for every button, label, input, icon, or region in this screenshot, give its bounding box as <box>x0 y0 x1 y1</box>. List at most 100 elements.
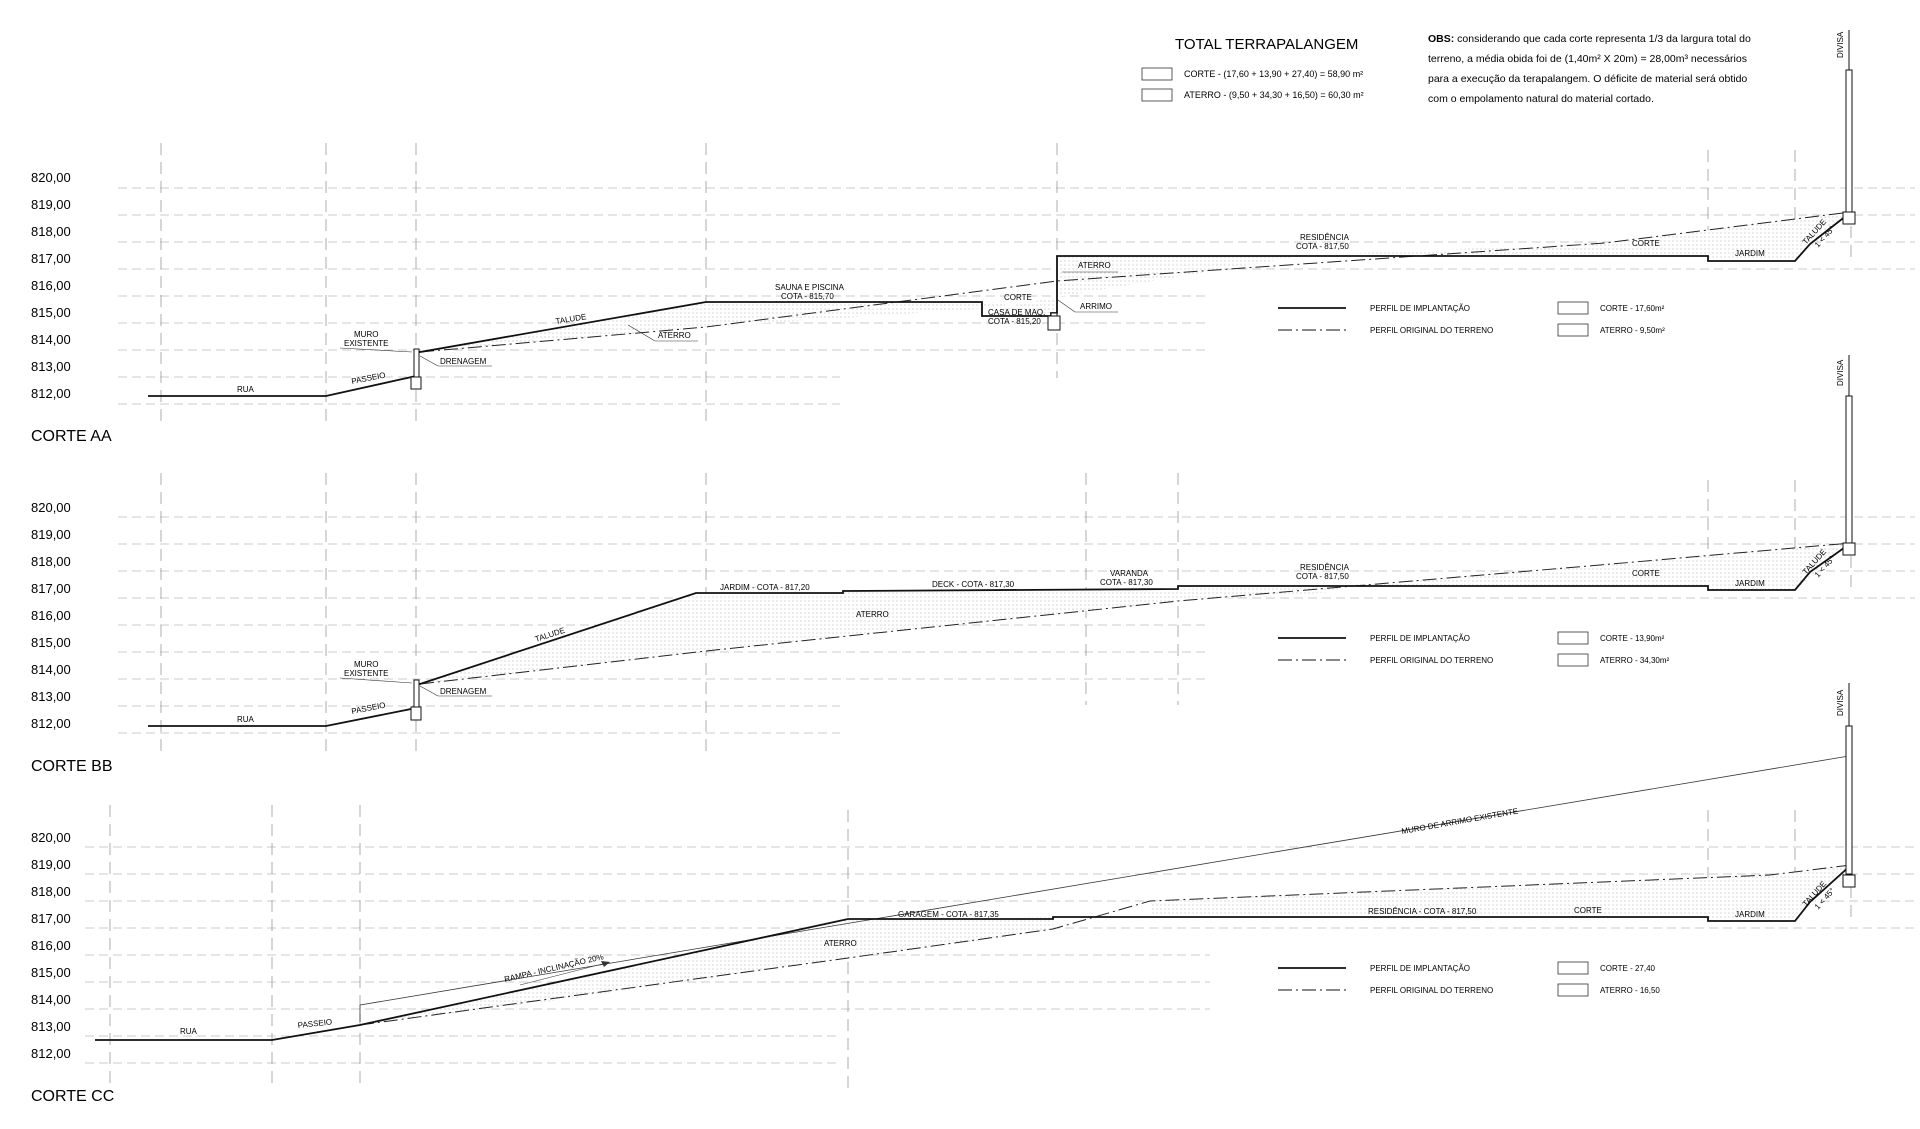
elevation-label: 820,00 <box>31 500 71 515</box>
elevation-scale-aa <box>118 187 1915 405</box>
vertical-guides-cc <box>109 805 1852 1088</box>
label-rua-aa: RUA <box>237 385 255 394</box>
label-deck-bb: DECK - COTA - 817,30 <box>932 580 1015 589</box>
elevation-label: 819,00 <box>31 197 71 212</box>
elevation-label: 815,00 <box>31 635 71 650</box>
label-residencia-cota-aa: COTA - 817,50 <box>1296 242 1349 251</box>
elevation-label: 817,00 <box>31 581 71 596</box>
label-muro-bb: MURO <box>354 660 378 669</box>
label-jardim-aa: JARDIM <box>1735 249 1765 258</box>
elevation-label: 813,00 <box>31 689 71 704</box>
elevation-labels-cc: 820,00 819,00 818,00 817,00 816,00 815,0… <box>31 830 71 1061</box>
label-drenagem-bb: DRENAGEM <box>440 687 487 696</box>
label-muro-aa: MURO <box>354 330 378 339</box>
elevation-label: 812,00 <box>31 386 71 401</box>
label-rua-bb: RUA <box>237 715 255 724</box>
section-bb: 820,00 819,00 818,00 817,00 816,00 815,0… <box>31 355 1915 775</box>
elevation-label: 820,00 <box>31 170 71 185</box>
label-corte-bb: CORTE <box>1632 569 1660 578</box>
label-rua-cc: RUA <box>180 1027 198 1036</box>
summary-title: TOTAL TERRAPALANGEM <box>1175 36 1358 53</box>
elevation-label: 813,00 <box>31 1019 71 1034</box>
elevation-label: 818,00 <box>31 884 71 899</box>
label-muro-arrimo-cc: MURO DE ARRIMO EXISTENTE <box>1401 807 1519 836</box>
label-aterro-res-aa: ATERRO <box>1078 261 1111 270</box>
summary-corte-text: CORTE - (17,60 + 13,90 + 27,40) = 58,90 … <box>1184 69 1363 79</box>
elevation-scale-bb <box>118 516 1915 734</box>
label-passeio-cc: PASSEIO <box>297 1017 332 1030</box>
elevation-label: 819,00 <box>31 527 71 542</box>
legend-corte-cc: CORTE - 27,40 <box>1600 964 1656 973</box>
divisa-label-cc: DIVISA <box>1836 689 1845 716</box>
original-terrain-line-aa <box>419 211 1852 353</box>
arrimo-footing-aa <box>1047 315 1061 331</box>
label-residencia-aa: RESIDÊNCIA <box>1300 233 1350 242</box>
divisa-label-bb: DIVISA <box>1836 359 1845 386</box>
obs-line4: com o empolamento natural do material co… <box>1428 93 1654 105</box>
original-terrain-line-cc <box>359 864 1852 1026</box>
legend-cc: PERFIL DE IMPLANTAÇÃO PERFIL ORIGINAL DO… <box>1278 961 1660 997</box>
original-terrain-line-bb <box>419 542 1852 685</box>
label-corte-cc: CORTE <box>1574 906 1602 915</box>
divisa-wall-aa <box>1845 69 1853 215</box>
elevation-label: 813,00 <box>31 359 71 374</box>
label-residencia-cc: RESIDÊNCIA - COTA - 817,50 <box>1368 907 1477 916</box>
legend-bb: PERFIL DE IMPLANTAÇÃO PERFIL ORIGINAL DO… <box>1278 631 1670 667</box>
section-title-cc: CORTE CC <box>31 1088 114 1105</box>
muro-wall-bb <box>413 679 420 711</box>
label-aterro-aa: ATERRO <box>658 331 691 340</box>
elevation-label: 818,00 <box>31 554 71 569</box>
label-garagem-cc: GARAGEM - COTA - 817,35 <box>898 910 999 919</box>
label-corte-res-aa: CORTE <box>1632 239 1660 248</box>
legend-perfil-implantacao: PERFIL DE IMPLANTAÇÃO <box>1370 964 1470 973</box>
label-aterro-bb: ATERRO <box>856 610 889 619</box>
legend-corte-aa: CORTE - 17,60m² <box>1600 304 1665 313</box>
divisa-footing-bb <box>1842 542 1856 556</box>
aterro-fill-aa <box>420 256 1290 352</box>
aterro-fill-cc <box>360 917 1053 1025</box>
label-jardim-cota-bb: JARDIM - COTA - 817,20 <box>720 583 810 592</box>
label-muro-existente-aa: EXISTENTE <box>344 339 388 348</box>
muro-wall-aa <box>413 348 420 380</box>
legend-perfil-original: PERFIL ORIGINAL DO TERRENO <box>1370 986 1493 995</box>
elevation-label: 817,00 <box>31 251 71 266</box>
elevation-labels-bb: 820,00 819,00 818,00 817,00 816,00 815,0… <box>31 500 71 731</box>
elevation-label: 815,00 <box>31 305 71 320</box>
label-residencia-bb: RESIDÊNCIA <box>1300 563 1350 572</box>
elevation-label: 815,00 <box>31 965 71 980</box>
elevation-label: 814,00 <box>31 662 71 677</box>
elevation-scale-cc <box>85 846 1915 1064</box>
summary-aterro-swatch <box>1141 88 1173 102</box>
vertical-guides-bb <box>160 473 1852 755</box>
legend-aterro-cc: ATERRO - 16,50 <box>1600 986 1660 995</box>
divisa-footing-cc <box>1842 874 1856 888</box>
legend-aterro-aa: ATERRO - 9,50m² <box>1600 326 1665 335</box>
section-title-aa: CORTE AA <box>31 428 112 445</box>
section-cc: 820,00 819,00 818,00 817,00 816,00 815,0… <box>31 683 1915 1105</box>
elevation-label: 816,00 <box>31 608 71 623</box>
legend-perfil-original: PERFIL ORIGINAL DO TERRENO <box>1370 656 1493 665</box>
summary-block: TOTAL TERRAPALANGEM CORTE - (17,60 + 13,… <box>1141 36 1364 102</box>
label-arrimo-aa: ARRIMO <box>1080 302 1112 311</box>
label-drenagem-aa: DRENAGEM <box>440 357 487 366</box>
muro-footing-aa <box>410 376 422 390</box>
label-casa-maq-aa: CASA DE MAQ. <box>988 308 1045 317</box>
label-jardim-bb: JARDIM <box>1735 579 1765 588</box>
svg-text:OBS: considerando que cada cor: OBS: considerando que cada corte represe… <box>1428 33 1751 45</box>
rampa-arrow-cc <box>519 961 611 986</box>
label-corte-aa: CORTE <box>1004 293 1032 302</box>
divisa-wall-bb <box>1845 395 1853 545</box>
elevation-label: 812,00 <box>31 716 71 731</box>
obs-note: OBS: considerando que cada corte represe… <box>1428 33 1751 105</box>
label-residencia-cota-bb: COTA - 817,50 <box>1296 572 1349 581</box>
divisa-footing-aa <box>1842 211 1856 225</box>
label-sauna-aa: SAUNA E PISCINA <box>775 283 845 292</box>
label-passeio-bb: PASSEIO <box>351 701 387 716</box>
label-muro-existente-bb: EXISTENTE <box>344 669 388 678</box>
aterro-fill-bb <box>420 586 1340 684</box>
label-sauna-cota-aa: COTA - 815,70 <box>781 292 834 301</box>
elevation-label: 814,00 <box>31 992 71 1007</box>
elevation-labels-aa: 820,00 819,00 818,00 817,00 816,00 815,0… <box>31 170 71 401</box>
elevation-label: 814,00 <box>31 332 71 347</box>
label-varanda-cota-bb: COTA - 817,30 <box>1100 578 1153 587</box>
